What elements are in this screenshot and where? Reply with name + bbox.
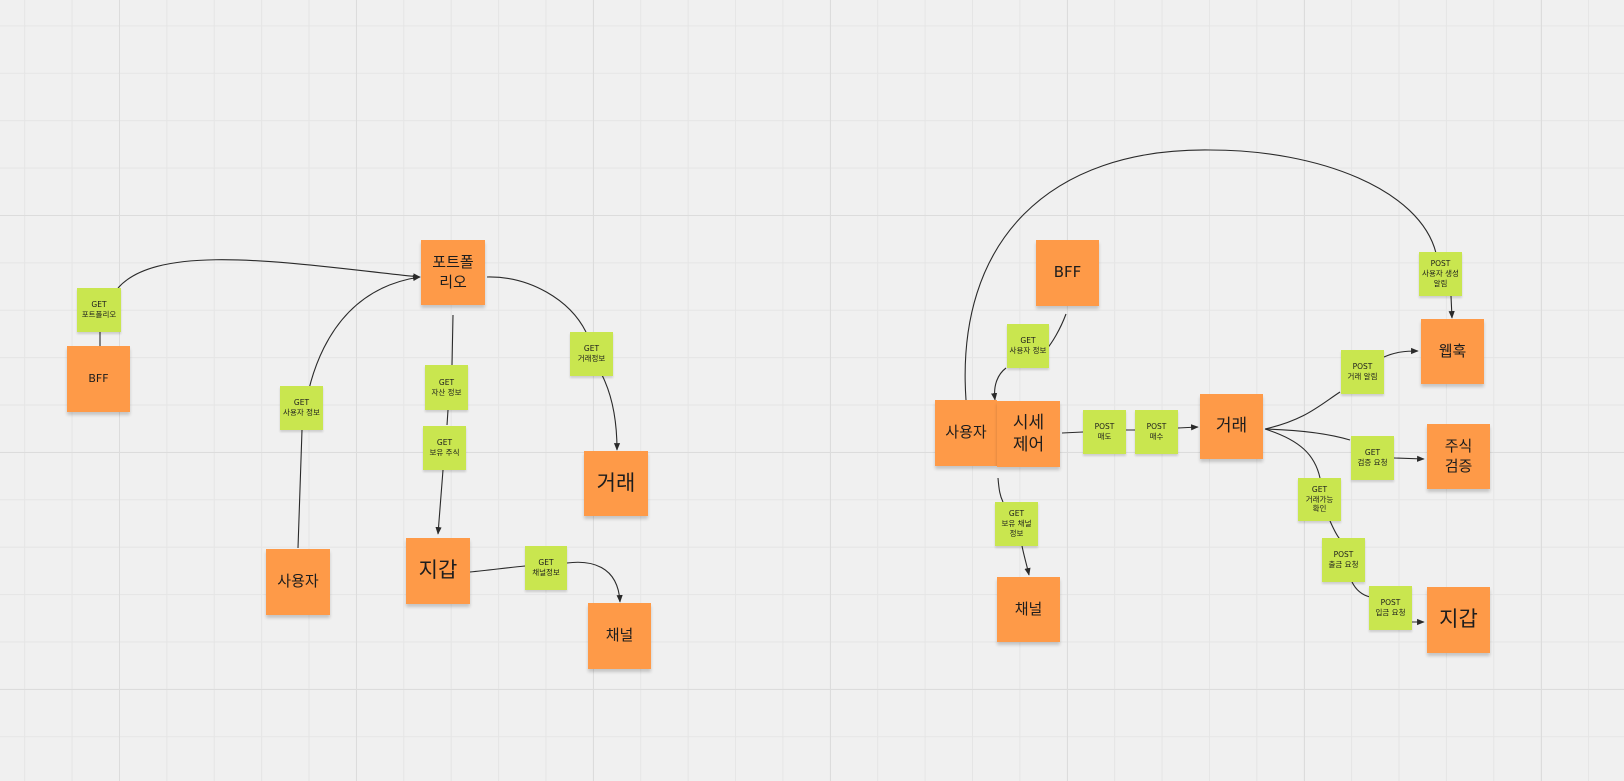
api-label-post-sell[interactable]: POST 매도	[1083, 410, 1126, 454]
api-label-get-trade-info[interactable]: GET 거래정보	[570, 332, 613, 376]
sticky-bff-left[interactable]: BFF	[67, 346, 130, 412]
sticky-trade-right[interactable]: 거래	[1200, 394, 1263, 459]
sticky-channel-left[interactable]: 채널	[588, 603, 651, 669]
edge-wallet-to-channel[interactable]	[469, 561, 620, 602]
sticky-label: 채널	[1014, 599, 1043, 618]
sticky-portfolio[interactable]: 포트폴 리오	[421, 240, 485, 305]
api-label-get-holding-stocks[interactable]: GET 보유 주식	[423, 426, 466, 470]
sticky-price-control[interactable]: 시세 제어	[997, 401, 1060, 467]
sticky-channel-right[interactable]: 채널	[997, 577, 1060, 642]
sticky-label: 웹훅	[1438, 341, 1467, 360]
sticky-label: 리오	[439, 272, 467, 291]
sticky-label: BFF	[88, 371, 109, 385]
sticky-trade-left[interactable]: 거래	[584, 451, 648, 516]
sticky-label: 사용자	[277, 572, 319, 591]
sticky-label: 시세	[1012, 412, 1045, 433]
sticky-label: 지갑	[1439, 607, 1478, 632]
sticky-label: 제어	[1012, 435, 1045, 455]
edge-trade-to-webhook[interactable]	[1264, 351, 1418, 430]
edge-portfolio-to-trade[interactable]	[486, 276, 617, 450]
sticky-label: 거래	[1215, 416, 1248, 437]
api-label-get-channel-info[interactable]: GET 채널정보	[525, 546, 567, 590]
edge-user-to-webhook[interactable]	[964, 149, 1452, 401]
api-label-get-holding-channel-info[interactable]: GET 보유 채널 정보	[995, 502, 1038, 546]
api-label-post-buy[interactable]: POST 매수	[1135, 410, 1178, 454]
edge-trade-to-wallet[interactable]	[1264, 428, 1424, 622]
edge-bff-to-portfolio[interactable]	[99, 259, 420, 346]
api-label-get-asset-info[interactable]: GET 자산 정보	[425, 365, 468, 410]
sticky-wallet-right[interactable]: 지갑	[1427, 587, 1490, 653]
api-label-get-portfolio[interactable]: GET 포트폴리오	[77, 288, 121, 332]
api-label-post-trade-alert[interactable]: POST 거래 알림	[1341, 350, 1384, 394]
api-label-post-withdraw-request[interactable]: POST 출금 요청	[1322, 538, 1365, 582]
api-label-get-trade-available-check[interactable]: GET 거래가능 확인	[1298, 478, 1341, 521]
api-label-post-deposit-request[interactable]: POST 입금 요청	[1369, 586, 1412, 630]
sticky-wallet-left[interactable]: 지갑	[406, 538, 470, 604]
edge-price-control-to-channel[interactable]	[997, 477, 1029, 575]
api-label-get-user-info-right[interactable]: GET 사용자 정보	[1007, 324, 1049, 368]
sticky-label: 지갑	[418, 558, 458, 583]
sticky-label: 거래	[596, 470, 636, 495]
sticky-user-left[interactable]: 사용자	[266, 549, 330, 615]
sticky-label: 사용자	[945, 423, 987, 442]
sticky-webhook[interactable]: 웹훅	[1421, 319, 1484, 384]
sticky-bff-right[interactable]: BFF	[1036, 240, 1099, 306]
api-label-get-user-info[interactable]: GET 사용자 정보	[280, 386, 323, 430]
edge-price-control-to-trade[interactable]	[1061, 427, 1198, 433]
sticky-user-right[interactable]: 사용자	[935, 400, 997, 466]
sticky-label: 주식	[1444, 437, 1473, 455]
api-label-post-user-created-alert[interactable]: POST 사용자 생성 알림	[1419, 252, 1462, 296]
edge-portfolio-to-wallet[interactable]	[438, 314, 454, 534]
sticky-stock-verify[interactable]: 주식 검증	[1427, 424, 1490, 489]
edge-trade-to-stock-verify[interactable]	[1264, 428, 1424, 459]
sticky-label: 채널	[605, 626, 634, 645]
sticky-label: 검증	[1444, 456, 1473, 475]
api-label-get-verify-request[interactable]: GET 검증 요청	[1351, 436, 1394, 480]
sticky-label: 포트폴	[432, 253, 474, 271]
sticky-label: BFF	[1053, 263, 1082, 282]
